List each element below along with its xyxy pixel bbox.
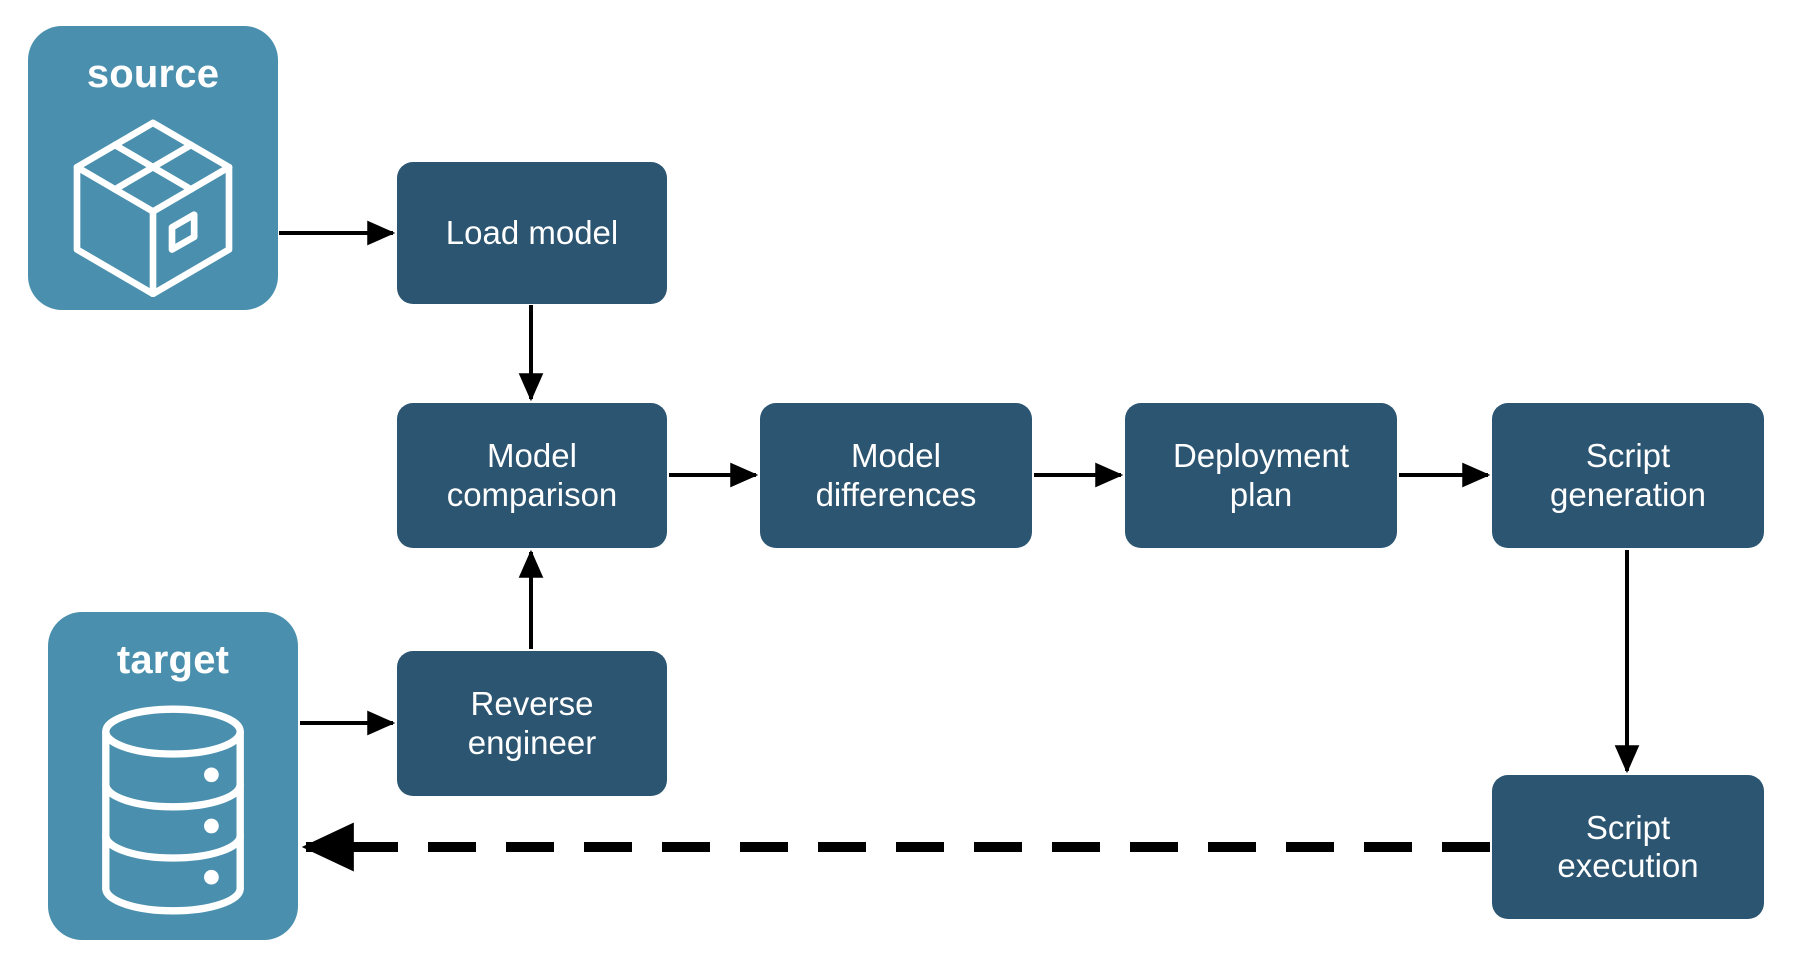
node-script-generation[interactable]: Script generation (1492, 403, 1764, 548)
node-reverse-engineer[interactable]: Reverse engineer (397, 651, 667, 796)
database-cylinder-icon (48, 680, 298, 940)
endpoint-target[interactable]: target (48, 612, 298, 940)
node-script-execution[interactable]: Script execution (1492, 775, 1764, 919)
node-model-comparison[interactable]: Model comparison (397, 403, 667, 548)
node-deployment-plan-label: Deployment plan (1172, 437, 1350, 513)
endpoint-source-label: source (86, 52, 220, 96)
node-script-generation-label: Script generation (1550, 437, 1706, 513)
node-load-model[interactable]: Load model (397, 162, 667, 304)
endpoint-source[interactable]: source (28, 26, 278, 310)
node-load-model-label: Load model (445, 213, 619, 251)
endpoint-target-label: target (116, 638, 230, 682)
node-model-differences[interactable]: Model differences (760, 403, 1032, 548)
node-reverse-engineer-label: Reverse engineer (467, 685, 597, 761)
node-script-execution-label: Script execution (1557, 808, 1699, 884)
node-model-comparison-label: Model comparison (446, 437, 618, 513)
package-box-icon (28, 94, 278, 310)
node-model-differences-label: Model differences (815, 437, 977, 513)
node-deployment-plan[interactable]: Deployment plan (1125, 403, 1397, 548)
